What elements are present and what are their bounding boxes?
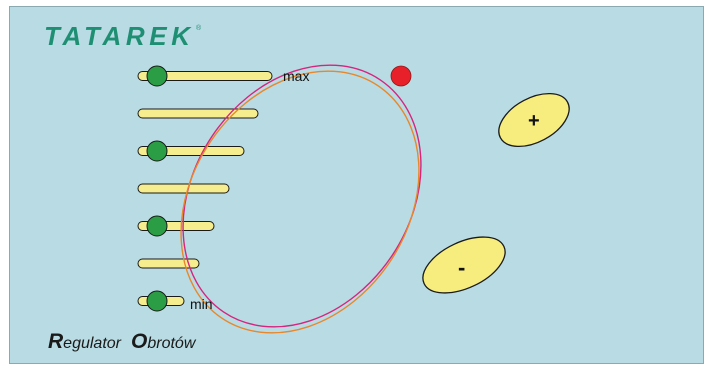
speed-knob[interactable] bbox=[146, 290, 168, 312]
speed-knob[interactable] bbox=[146, 215, 168, 237]
speed-level-4[interactable] bbox=[137, 183, 230, 194]
tatarek-logo: TATAREK ® bbox=[44, 21, 202, 51]
logo-text: TATAREK bbox=[44, 21, 192, 51]
regulator-title: Regulator Obrotów bbox=[48, 330, 195, 354]
speed-bar[interactable] bbox=[137, 183, 230, 194]
dial-ring-inner bbox=[180, 70, 420, 334]
decrease-speed-button[interactable] bbox=[414, 226, 513, 305]
speed-dial[interactable] bbox=[132, 20, 470, 374]
title-first-rest: egulator bbox=[63, 335, 121, 352]
logo-registered-mark: ® bbox=[196, 24, 202, 32]
min-label: min bbox=[190, 296, 213, 312]
max-label: max bbox=[283, 68, 310, 84]
speed-level-5[interactable] bbox=[137, 140, 245, 162]
title-first-initial: R bbox=[48, 330, 64, 353]
speed-bar[interactable] bbox=[137, 108, 259, 119]
title-second-initial: O bbox=[131, 330, 148, 353]
regulator-panel bbox=[9, 6, 704, 364]
speed-knob[interactable] bbox=[146, 140, 168, 162]
dial-indicator-dot[interactable] bbox=[390, 65, 412, 87]
speed-level-3[interactable] bbox=[137, 215, 215, 237]
dial-ring-outer bbox=[182, 64, 422, 328]
speed-level-6[interactable] bbox=[137, 108, 259, 119]
speed-bar[interactable] bbox=[137, 71, 273, 81]
speed-level-7[interactable] bbox=[137, 65, 273, 87]
increase-speed-button[interactable] bbox=[490, 83, 578, 158]
speed-knob[interactable] bbox=[146, 65, 168, 87]
title-second-rest: brotów bbox=[147, 335, 196, 352]
speed-level-1[interactable] bbox=[137, 290, 185, 312]
speed-level-bars bbox=[137, 65, 273, 312]
